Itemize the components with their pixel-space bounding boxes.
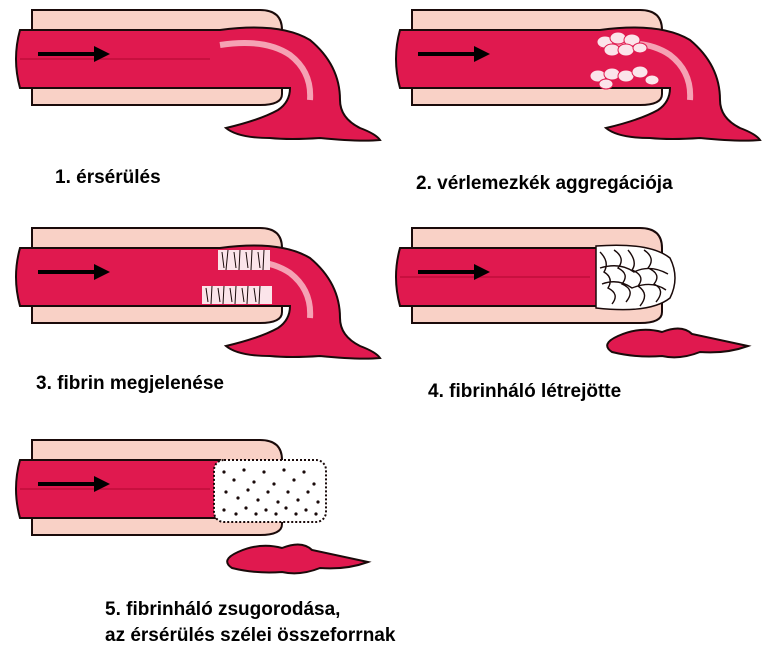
- contracted-fibrin-clot: [214, 460, 326, 522]
- detached-tissue: [227, 544, 368, 573]
- step-5-caption-line-1: 5. fibrinháló zsugorodása,: [105, 598, 340, 622]
- step-5-caption-line-2: az érsérülés szélei összeforrnak: [105, 624, 395, 648]
